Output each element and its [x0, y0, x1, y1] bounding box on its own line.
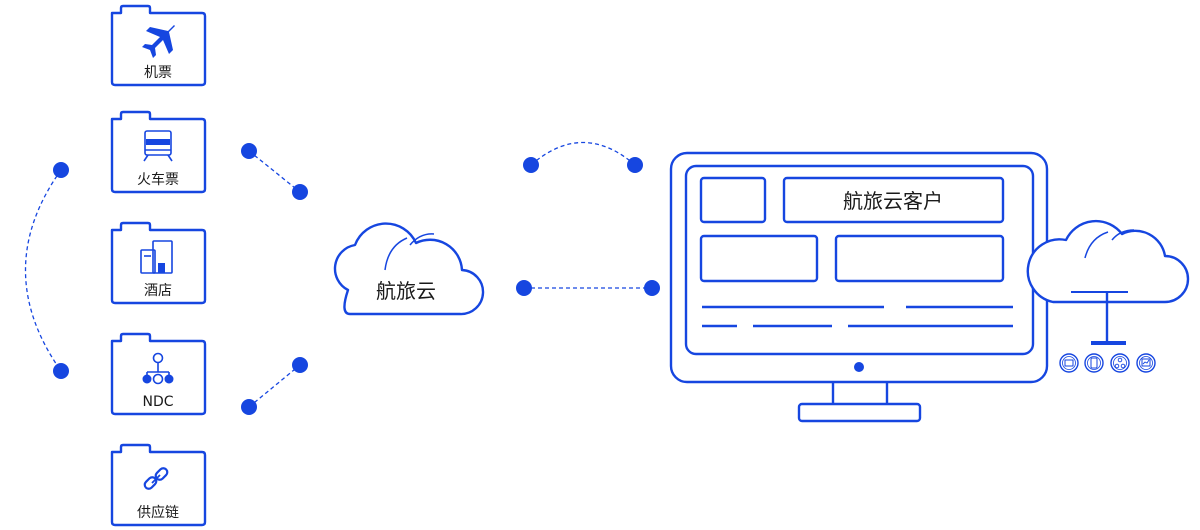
lower-diagonal-connector [241, 357, 308, 415]
train-icon [143, 130, 173, 162]
monitor-base [797, 402, 922, 423]
folder-shape [110, 443, 207, 527]
airplane-icon [142, 25, 175, 58]
service-train-ticket: 火车票 [110, 110, 207, 194]
service-label: 酒店 [144, 283, 172, 299]
upper-diagonal-connector [241, 143, 308, 200]
screen-panel-left [699, 234, 819, 283]
service-hotel: 酒店 [110, 221, 207, 305]
left-arc-connector [24, 162, 69, 379]
chart-icon [1136, 353, 1156, 373]
client-cloud [1026, 219, 1190, 345]
cloud-app-icons [1059, 353, 1156, 373]
service-ndc: NDC [110, 332, 207, 416]
hotel-building-icon [140, 240, 173, 274]
service-label: 火车票 [137, 171, 179, 188]
client-monitor: 航旅云客户 [669, 151, 1049, 423]
screen-logo-box [699, 176, 767, 224]
nodes-icon [1110, 353, 1130, 373]
screen-text-lines [702, 305, 1013, 328]
cloud-outline [1026, 219, 1190, 304]
service-airfare: 机票 [110, 4, 207, 87]
travel-cloud: 航旅云 [333, 222, 485, 316]
chain-link-icon [143, 467, 169, 490]
service-label: NDC [142, 394, 173, 410]
service-label: 机票 [144, 65, 172, 81]
top-arc-connector [523, 141, 643, 173]
network-nodes-icon [142, 352, 174, 385]
power-dot [854, 362, 864, 372]
screen-header-box [782, 176, 1005, 224]
folder-shape [110, 110, 207, 194]
screen-panel-right [834, 234, 1005, 283]
cloud-label: 航旅云 [376, 279, 436, 303]
folder-shape [110, 4, 207, 87]
card-icon [1059, 353, 1079, 373]
service-label: 供应链 [137, 504, 179, 521]
client-header-label: 航旅云客户 [843, 189, 943, 213]
service-supply-chain: 供应链 [110, 443, 207, 527]
phone-icon [1084, 353, 1104, 373]
cloud-to-client-connector [516, 280, 660, 296]
cloud-outline [333, 222, 485, 316]
